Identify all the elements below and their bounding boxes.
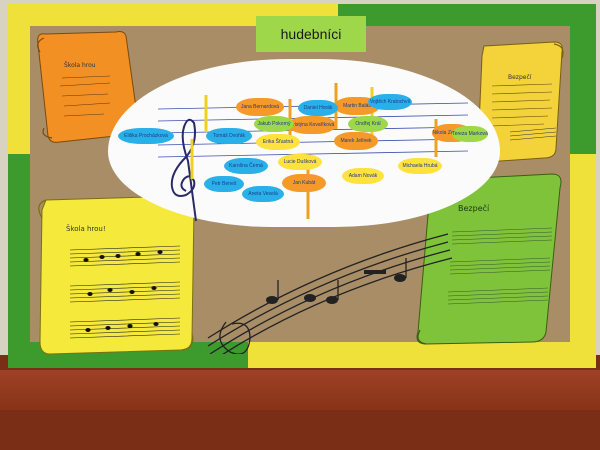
- leaf-name: Jakub Pokorný: [254, 116, 294, 132]
- table-reflection: [0, 370, 600, 410]
- leaf-name: Ondřej Král: [348, 116, 388, 132]
- leaf-name: Tomáš Dvořák: [206, 128, 252, 144]
- bulletin-board: Škola hrou Bezpečí Škola hrou!: [8, 4, 596, 368]
- leaf-name: Karolína Černá: [224, 158, 268, 174]
- frame-bottom-yellow: [248, 342, 596, 368]
- frame-right-yellow: [570, 154, 596, 368]
- leaf-name: Tereza Marková: [452, 126, 488, 142]
- leaf-name: Marek Jelínek: [334, 132, 378, 150]
- leaf-name: Kristýna Kovaříková: [288, 116, 336, 134]
- scroll-yellow-right-heading: Bezpečí: [508, 74, 532, 81]
- music-staff-lines: [157, 83, 469, 222]
- leaf-name: Jana Bernardová: [236, 98, 284, 116]
- frame-right-green: [570, 4, 596, 154]
- title-text: hudebníci: [280, 26, 342, 42]
- scroll-orange-heading: Škola hrou: [64, 62, 96, 69]
- title-card: hudebníci: [256, 16, 366, 52]
- leaf-name: Jan Kubát: [282, 174, 326, 192]
- leaf-name: Eliška Procházková: [118, 128, 174, 144]
- leaf-name: Vojtěch Kratochvíl: [368, 94, 412, 110]
- leaf-name: Lucie Dušková: [278, 154, 322, 170]
- scroll-yellow-left-heading: Škola hrou!: [66, 225, 106, 233]
- charcoal-staff-drawing: [207, 233, 453, 354]
- scroll-green: [416, 173, 562, 345]
- scroll-orange: [37, 31, 140, 143]
- leaf-name: Aneta Veselá: [242, 186, 284, 202]
- leaf-name: Daniel Horák: [298, 100, 338, 116]
- leaf-name: Petr Beneš: [204, 176, 244, 192]
- leaf-name: Adam Novák: [342, 168, 384, 184]
- scroll-green-heading: Bezpečí: [458, 204, 490, 213]
- leaf-name: Erika Šťastná: [256, 134, 300, 150]
- leaf-name: Michaela Hrubá: [398, 158, 442, 174]
